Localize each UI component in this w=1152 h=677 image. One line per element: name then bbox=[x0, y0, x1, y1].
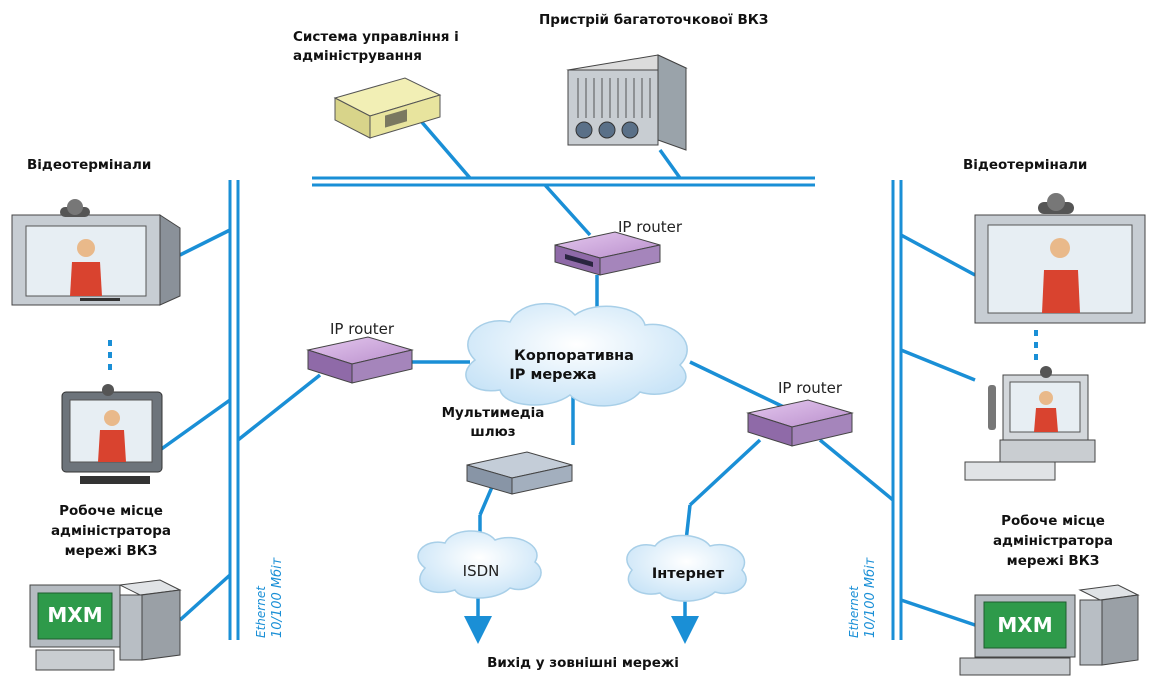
mcu-label: Пристрій багатоточкової ВКЗ bbox=[539, 12, 768, 28]
mgmt-label-line1: Система управління і bbox=[293, 29, 459, 45]
admin-workstation-right bbox=[959, 584, 1140, 676]
cloud-internet bbox=[626, 534, 747, 602]
router-top bbox=[554, 231, 661, 276]
screen-label-right: MXM bbox=[997, 613, 1052, 637]
ethernet-right-line2: 10/100 Мбіт bbox=[863, 557, 878, 638]
router-top-label: IP router bbox=[618, 218, 683, 236]
router-right bbox=[746, 399, 854, 447]
video-terminal-right-2 bbox=[964, 366, 1096, 481]
video-terminal-left-1 bbox=[11, 199, 181, 306]
corp-network-line1: Корпоративна bbox=[514, 348, 634, 364]
router-right-label: IP router bbox=[778, 379, 843, 397]
admin-right-line2: адміністратора bbox=[993, 533, 1113, 549]
isdn-label: ISDN bbox=[463, 562, 500, 580]
mcu-device bbox=[566, 54, 688, 151]
router-left-label: IP router bbox=[330, 320, 395, 338]
video-terminal-right-1 bbox=[974, 193, 1146, 324]
gateway-label-line1: Мультимедіа bbox=[442, 405, 545, 421]
admin-left-line3: мережі ВКЗ bbox=[65, 543, 158, 559]
multimedia-gateway bbox=[466, 451, 573, 495]
corp-network-line2: IP мережа bbox=[509, 367, 596, 383]
dots-right bbox=[1034, 330, 1038, 360]
video-terminal-left-2 bbox=[61, 384, 163, 484]
dots-left bbox=[108, 340, 112, 370]
admin-left-line1: Робоче місце bbox=[59, 503, 163, 519]
mgmt-label-line2: адміністрування bbox=[293, 48, 422, 64]
admin-right-line3: мережі ВКЗ bbox=[1007, 553, 1100, 569]
cloud-corporate bbox=[465, 303, 688, 407]
ethernet-left-line2: 10/100 Мбіт bbox=[270, 557, 285, 638]
router-left bbox=[306, 336, 414, 384]
exit-label: Вихід у зовнішні мережі bbox=[487, 655, 679, 671]
management-server bbox=[333, 77, 442, 139]
internet-label: Інтернет bbox=[652, 566, 725, 582]
videoterm-left-label: Відеотермінали bbox=[27, 157, 151, 173]
videoterm-right-label: Відеотермінали bbox=[963, 157, 1087, 173]
admin-workstation-left bbox=[29, 579, 182, 671]
gateway-label-line2: шлюз bbox=[470, 424, 515, 440]
ethernet-right-line1: Ethernet bbox=[847, 585, 861, 638]
admin-right-line1: Робоче місце bbox=[1001, 513, 1105, 529]
ethernet-left-line1: Ethernet bbox=[254, 585, 268, 638]
cloud-isdn bbox=[417, 530, 542, 599]
admin-left-line2: адміністратора bbox=[51, 523, 171, 539]
screen-label-left: MXM bbox=[47, 603, 102, 627]
